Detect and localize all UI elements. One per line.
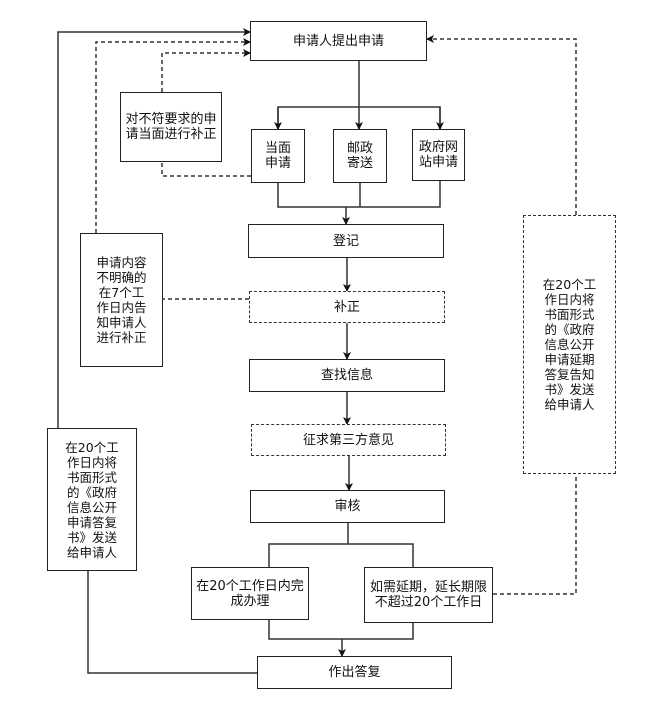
edge-inperson-fixnote — [161, 162, 251, 177]
node-complete-20: 在20个工作日内完 成办理 — [191, 567, 309, 620]
node-website: 政府网 站申请 — [412, 129, 465, 181]
node-supplement: 补正 — [249, 291, 445, 323]
note-in-person-fix-label: 对不符要求的申 请当面进行补正 — [125, 112, 217, 142]
node-in-person: 当面 申请 — [251, 129, 305, 183]
note-reply-letter: 在20个工 作日内将 书面形式 的《政府 信息公开 申请答复 书》发送 给申请人 — [47, 428, 137, 571]
node-search-info: 查找信息 — [249, 359, 445, 392]
node-extension-label: 如需延期，延长期限 不超过20个工作日 — [369, 580, 487, 610]
node-third-party: 征求第三方意见 — [251, 424, 446, 456]
note-unclear: 申请内容 不明确的 在7个工 作日内告 知申请人 进行补正 — [80, 233, 163, 367]
node-complete-20-label: 在20个工作日内完 成办理 — [196, 578, 304, 609]
node-register-label: 登记 — [332, 233, 359, 249]
node-supplement-label: 补正 — [333, 299, 360, 315]
note-unclear-label: 申请内容 不明确的 在7个工 作日内告 知申请人 进行补正 — [96, 255, 147, 345]
note-reply-letter-label: 在20个工 作日内将 书面形式 的《政府 信息公开 申请答复 书》发送 给申请人 — [65, 439, 119, 560]
node-reply-label: 作出答复 — [328, 665, 381, 680]
node-extension: 如需延期，延长期限 不超过20个工作日 — [364, 567, 493, 623]
edge-note-apply — [57, 28, 251, 428]
edge-channels-merge — [277, 181, 441, 208]
note-extension-letter: 在20个工 作日内将 书面形式 的《政府 信息公开 申请延期 答复告知 书》发送… — [523, 215, 616, 474]
node-review: 审核 — [250, 490, 445, 523]
node-apply: 申请人提出申请 — [250, 21, 427, 61]
note-extension-letter-label: 在20个工 作日内将 书面形式 的《政府 信息公开 申请延期 答复告知 书》发送… — [542, 277, 597, 412]
edge-extension-note — [493, 474, 577, 595]
node-search-info-label: 查找信息 — [320, 368, 373, 383]
node-reply: 作出答复 — [257, 656, 452, 689]
node-postal-label: 邮政 寄送 — [346, 141, 373, 171]
note-in-person-fix: 对不符要求的申 请当面进行补正 — [120, 92, 222, 162]
edge-options-merge — [268, 620, 414, 640]
node-register: 登记 — [248, 224, 444, 258]
edge-fixnote-apply — [161, 49, 251, 92]
node-third-party-label: 征求第三方意见 — [302, 432, 394, 448]
node-review-label: 审核 — [334, 499, 361, 514]
node-postal: 邮政 寄送 — [333, 129, 387, 183]
edge-unclearnote-apply — [95, 38, 251, 233]
edge-review-branch — [268, 523, 414, 567]
edge-extnote-apply — [426, 35, 577, 215]
node-apply-label: 申请人提出申请 — [292, 33, 384, 49]
edge-reply-note — [87, 571, 257, 674]
node-in-person-label: 当面 申请 — [264, 141, 291, 171]
node-website-label: 政府网 站申请 — [418, 140, 458, 170]
